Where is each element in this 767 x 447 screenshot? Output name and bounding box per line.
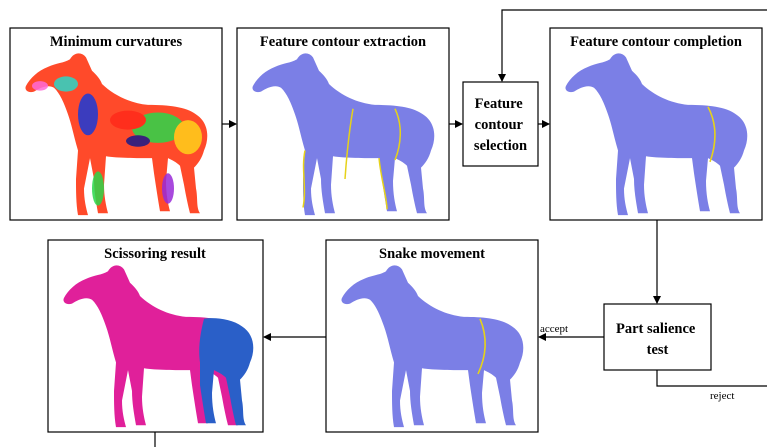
horse-blue-image — [252, 53, 435, 216]
node-feature-selection-text: Feature contour selection — [474, 96, 527, 154]
panel-contour-completion: Feature contour completion — [549, 27, 763, 221]
panel-scissoring-result: Scissoring result — [47, 239, 264, 433]
panel-min-curvatures: Minimum curvatures — [9, 27, 223, 221]
panel-title-contour-completion: Feature contour completion — [570, 34, 742, 50]
horse-blue-image-completion — [565, 53, 748, 216]
horse-scissored-image — [63, 265, 254, 428]
panel-title-contour-extraction: Feature contour extraction — [260, 34, 426, 50]
edge-label-reject: reject — [710, 390, 734, 402]
edge-reject-loop — [502, 9, 767, 387]
node-part-salience-text: Part salience test — [616, 321, 699, 358]
horse-blue-image-snake — [341, 265, 524, 428]
edge-label-accept: accept — [540, 323, 568, 335]
panel-snake-movement: Snake movement — [325, 239, 539, 433]
node-part-salience-test: Part salience test — [603, 303, 712, 371]
panel-title-snake-movement: Snake movement — [379, 246, 485, 262]
panel-contour-extraction: Feature contour extraction — [236, 27, 450, 221]
node-feature-contour-selection: Feature contour selection — [462, 81, 539, 167]
horse-curvature-image — [25, 53, 208, 216]
panel-title-scissoring-result: Scissoring result — [104, 246, 206, 262]
panel-title-min-curvatures: Minimum curvatures — [50, 34, 183, 50]
